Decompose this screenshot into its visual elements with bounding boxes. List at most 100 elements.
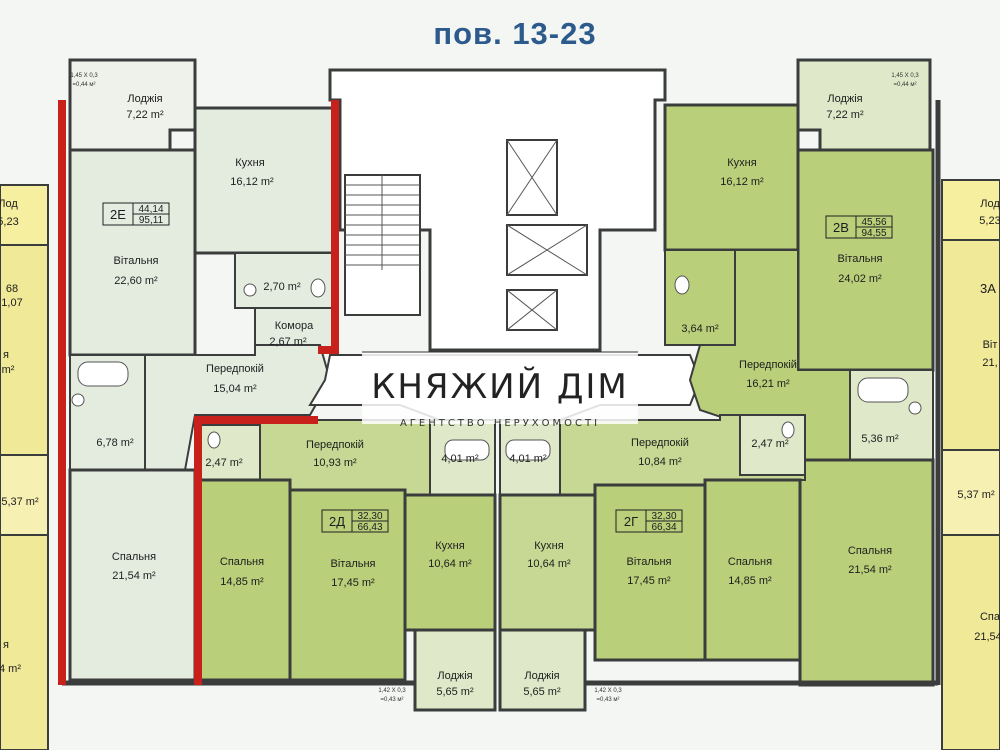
left-frag-7: 5,37 m² [1, 496, 39, 508]
kitchen-2e-name: Кухня [235, 157, 264, 169]
bedroom-2g-room [703, 478, 802, 662]
bedroom-2v-room [798, 458, 935, 687]
living-2g-room [593, 483, 707, 662]
toilet-2v-icon [674, 275, 690, 295]
loggia-2e-area: 7,22 m² [126, 109, 164, 121]
bath-2g-area: 2,47 m² [751, 438, 789, 450]
apartment-2d: 2,47 m² Передпокій 10,93 m² 4,01 m² 2Д 3… [193, 419, 497, 712]
kitchen-2d-area: 10,64 m² [428, 558, 472, 570]
staircase [344, 174, 421, 316]
toilet-2d-icon [207, 431, 221, 449]
bedroom-2g-name: Спальня [728, 556, 772, 568]
sink-2e-wc-icon [243, 283, 257, 297]
living-2g-area: 17,45 m² [627, 575, 671, 587]
kitchen-2g-room [498, 493, 597, 632]
bathtub-2v-icon [857, 377, 909, 403]
apartment-2e-living-area: 44,14 [138, 204, 163, 215]
left-frag-2: 5,23 [0, 216, 19, 228]
living-2d-area: 17,45 m² [331, 577, 375, 589]
living-2d-room [288, 488, 407, 682]
right-frag-1: Лод [980, 198, 1000, 210]
elevator-3-icon [506, 289, 558, 331]
bedroom-2e-area: 21,54 m² [112, 570, 156, 582]
kitchen-2v-area: 16,12 m² [720, 176, 764, 188]
bedroom-2v-area: 21,54 m² [848, 564, 892, 576]
right-frag-4: Віт [983, 339, 998, 351]
storage-2e-area: 2,67 m² [269, 336, 307, 348]
living-2v-name: Вітальня [838, 253, 883, 265]
sink-2e-icon [71, 393, 85, 407]
brand-watermark: КНЯЖИЙ ДІМ АГЕНТСТВО НЕРУХОМОСТІ [362, 351, 638, 429]
bedroom-2e-name: Спальня [112, 551, 156, 563]
bath-2d-room [194, 424, 261, 481]
left-frag-6: m² [2, 364, 15, 376]
apartment-2g-code-box: 2Г 32,30 66,34 [615, 509, 683, 533]
kitchen-2e-room [193, 106, 337, 255]
loggia-2g-name: Лоджія [524, 670, 559, 682]
elevator-2-icon [506, 224, 588, 276]
highlight-boundary [58, 100, 339, 685]
hall-2g-name: Передпокій [631, 437, 689, 449]
apartment-2e-code: 2Е [110, 207, 126, 222]
toilet-2g-icon [781, 421, 795, 439]
bathtub-2e-icon [77, 361, 129, 387]
loggia-2e-name: Лоджія [127, 93, 162, 105]
loggia-2d-dim-2: =0,43 м² [381, 697, 404, 703]
apartment-2g-living-area: 32,30 [651, 511, 676, 522]
loggia-2d-area: 5,65 m² [436, 686, 474, 698]
left-frag-1: Лод [0, 198, 18, 210]
wc-2d-area: 4,01 m² [441, 453, 479, 465]
bath-2g-room [739, 414, 806, 476]
storage-2e-name: Комора [275, 320, 314, 332]
bath-2e-area: 6,78 m² [96, 437, 134, 449]
loggia-2d-name: Лоджія [437, 670, 472, 682]
right-frag-3: 3А [980, 281, 996, 296]
loggia-2v-area: 7,22 m² [826, 109, 864, 121]
toilet-2e-icon [310, 278, 326, 298]
loggia-2g-area: 5,65 m² [523, 686, 561, 698]
right-frag-5: 21, [982, 357, 997, 369]
right-frag-8: 21,54 [974, 631, 1000, 643]
brand-subtitle: АГЕНТСТВО НЕРУХОМОСТІ [400, 418, 600, 429]
floors-title: пов. 13-23 [433, 16, 596, 51]
apartment-2v: 1,45 Х 0,3 =0,44 м² Лоджія 7,22 m² Кухня… [663, 58, 935, 687]
right-frag-2: 5,23 [979, 215, 1000, 227]
hall-2e-name: Передпокій [206, 363, 264, 375]
right-frag-7: Спа [980, 611, 1000, 623]
apartment-2v-code: 2В [833, 220, 849, 235]
bedroom-2v-name: Спальня [848, 545, 892, 557]
left-frag-5: я [3, 349, 9, 361]
kitchen-2g-name: Кухня [534, 540, 563, 552]
bedroom-2d-area: 14,85 m² [220, 576, 264, 588]
kitchen-2g-area: 10,64 m² [527, 558, 571, 570]
loggia-2e-dim-2: =0,44 м² [73, 82, 96, 88]
left-frag-4: 1,07 [1, 297, 22, 309]
wc-2g-area: 4,01 m² [509, 453, 547, 465]
living-2v-room [796, 148, 935, 372]
apartment-2d-total-area: 66,43 [357, 522, 382, 533]
hall-2e-area: 15,04 m² [213, 383, 257, 395]
apartment-2e: 1,45 Х 0,3 =0,44 м² Лоджія 7,22 m² Кухня… [68, 58, 337, 682]
living-2e-name: Вітальня [114, 255, 159, 267]
right-neighbor-apartment: Лод 5,23 3А Віт 21, 5,37 m² Спа 21,54 [941, 179, 1000, 750]
hall-2d-area: 10,93 m² [313, 457, 357, 469]
loggia-2g-dim-1: 1,42 Х 0,3 [594, 688, 622, 694]
kitchen-2v-name: Кухня [727, 157, 756, 169]
wc-2e-area: 2,70 m² [263, 281, 301, 293]
apartment-2v-total-area: 94,55 [861, 228, 886, 239]
hall-2g-area: 10,84 m² [638, 456, 682, 468]
bedroom-2g-area: 14,85 m² [728, 575, 772, 587]
bedroom-2d-room [193, 478, 292, 682]
wc-2v-area: 3,64 m² [681, 323, 719, 335]
kitchen-2d-name: Кухня [435, 540, 464, 552]
living-2d-name: Вітальня [331, 558, 376, 570]
loggia-2d-dim-1: 1,42 Х 0,3 [378, 688, 406, 694]
apartment-2d-code-box: 2Д 32,30 66,43 [321, 509, 389, 533]
apartment-2g-total-area: 66,34 [651, 522, 676, 533]
living-2g-name: Вітальня [627, 556, 672, 568]
loggia-2v-dim-1: 1,45 Х 0,3 [891, 73, 919, 79]
hall-2v-area: 16,21 m² [746, 378, 790, 390]
apartment-2g-code: 2Г [624, 514, 638, 529]
brand-name: КНЯЖИЙ ДІМ [371, 366, 629, 407]
